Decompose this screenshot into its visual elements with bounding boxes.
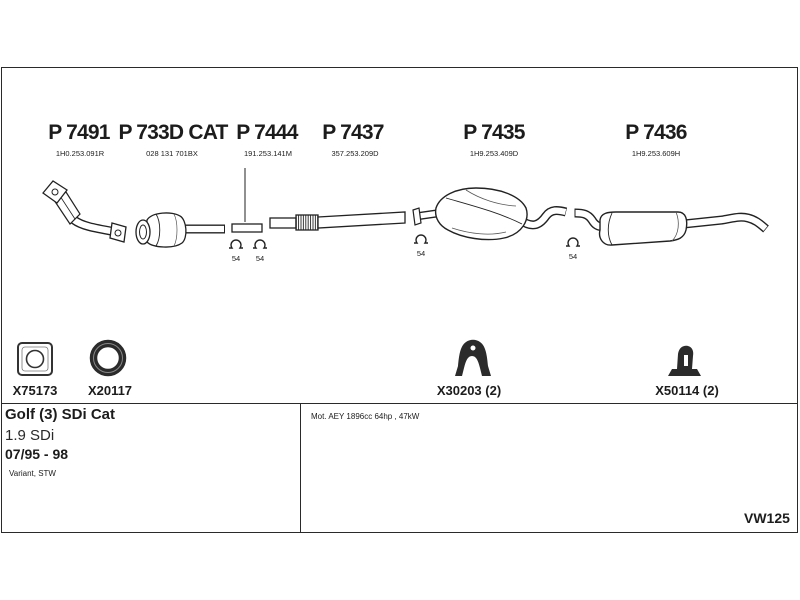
oem-code-sleeve: 191.253.141M bbox=[244, 149, 292, 158]
accessory-label-gasket: X75173 bbox=[12, 383, 58, 398]
oem-code-middle-silencer: 1H9.253.409D bbox=[469, 149, 519, 158]
rear-silencer-seam bbox=[607, 212, 613, 246]
intermediate-pipe-drawing bbox=[269, 211, 406, 231]
hanger-icon bbox=[668, 345, 701, 376]
gasket-inner-edge bbox=[21, 346, 49, 372]
vehicle-body-type: Variant, STW bbox=[9, 469, 56, 478]
middle-silencer-outlet-body bbox=[518, 207, 567, 228]
gasket-icon bbox=[17, 342, 53, 376]
gasket-opening bbox=[25, 349, 45, 369]
clamp-icon bbox=[566, 237, 580, 247]
accessory-label-rubber-mount: X30203 (2) bbox=[436, 383, 502, 398]
clamp-label: 54 bbox=[255, 254, 265, 263]
part-number-middle-silencer: P 7435 bbox=[463, 121, 525, 144]
rubber-mount-icon bbox=[455, 339, 491, 376]
clamp-label: 54 bbox=[231, 254, 241, 263]
sleeve-drawing bbox=[231, 168, 263, 233]
intermediate-pipe-front bbox=[269, 217, 297, 229]
engine-details: Mot. AEY 1896cc 64hp , 47kW bbox=[311, 412, 420, 421]
middle-silencer-shading bbox=[451, 227, 507, 235]
clamps bbox=[229, 234, 580, 249]
middle-silencer-seam-upper bbox=[465, 189, 517, 207]
rear-silencer-drawing bbox=[574, 208, 769, 246]
hanger-slot bbox=[684, 355, 688, 366]
middle-silencer-seam bbox=[445, 197, 523, 225]
rear-silencer-tailpipe-body bbox=[683, 214, 768, 231]
diagram-frame bbox=[1, 67, 798, 533]
rear-silencer-body bbox=[598, 211, 688, 246]
front-pipe-drawing bbox=[42, 180, 127, 243]
part-number-intermediate-pipe: P 7437 bbox=[322, 121, 384, 144]
rear-silencer-seam-rear bbox=[671, 211, 679, 242]
vehicle-engine: 1.9 SDi bbox=[5, 427, 55, 444]
front-pipe-cone-seam bbox=[59, 195, 76, 220]
intermediate-pipe-rear bbox=[317, 211, 406, 229]
clamp-icon bbox=[229, 239, 243, 249]
info-divider bbox=[300, 403, 301, 533]
oem-code-catalytic-converter: 028 131 701BX bbox=[146, 149, 198, 158]
oem-code-front-pipe: 1H0.253.091R bbox=[55, 149, 105, 158]
accessory-label-hanger: X50114 (2) bbox=[655, 383, 719, 398]
cat-body-seam-rear bbox=[173, 213, 178, 247]
clamp-icon bbox=[253, 239, 267, 249]
section-divider bbox=[1, 403, 798, 404]
cat-body-seam bbox=[155, 213, 161, 247]
vehicle-model: Golf (3) SDi Cat bbox=[5, 406, 116, 423]
oem-code-rear-silencer: 1H9.253.609H bbox=[631, 149, 681, 158]
vehicle-years: 07/95 - 98 bbox=[5, 446, 69, 462]
middle-silencer-body bbox=[434, 187, 528, 241]
part-number-front-pipe: P 7491 bbox=[48, 121, 110, 144]
seal-ring-icon bbox=[89, 339, 127, 377]
part-number-rear-silencer: P 7436 bbox=[625, 121, 687, 144]
rubber-mount-hole bbox=[470, 345, 476, 351]
clamp-icon bbox=[414, 234, 428, 244]
part-number-sleeve: P 7444 bbox=[236, 121, 298, 144]
clamp-label: 54 bbox=[416, 249, 426, 258]
oem-code-intermediate-pipe: 357.253.209D bbox=[331, 149, 379, 158]
middle-silencer-inlet-flange bbox=[412, 207, 422, 226]
front-pipe-rear-flange-hole bbox=[114, 229, 122, 237]
clamp-label: 54 bbox=[568, 252, 578, 261]
catalytic-converter-drawing bbox=[135, 212, 225, 248]
middle-silencer-drawing bbox=[412, 187, 568, 241]
seal-ring-highlight bbox=[93, 343, 123, 373]
rubber-mount-body bbox=[455, 339, 491, 376]
front-pipe-flange-hole bbox=[51, 188, 59, 196]
sleeve-body bbox=[231, 223, 263, 233]
part-number-catalytic-converter: P 733D CAT bbox=[118, 121, 228, 144]
diagram-id: VW125 bbox=[744, 510, 790, 526]
accessory-label-seal-ring: X20117 bbox=[87, 383, 133, 398]
cat-inlet-opening bbox=[139, 224, 147, 240]
cat-body bbox=[146, 212, 187, 248]
intermediate-pipe-flex bbox=[295, 214, 319, 231]
